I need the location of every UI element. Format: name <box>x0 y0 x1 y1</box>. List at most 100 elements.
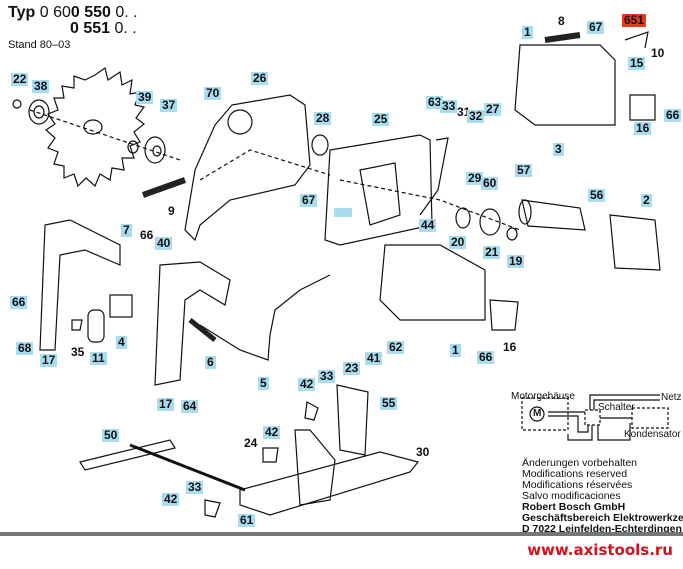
part-label-10[interactable]: 10 <box>651 46 665 60</box>
part-label-4[interactable]: 4 <box>116 335 127 349</box>
typ2-code-c: 0. . <box>110 20 137 37</box>
part-label-37[interactable]: 37 <box>160 98 178 112</box>
part-label-66-b[interactable]: 66 <box>140 228 154 242</box>
part-label-66-a[interactable]: 66 <box>664 108 682 122</box>
part-label-64[interactable]: 64 <box>181 399 199 413</box>
website-link[interactable]: www.axistools.ru <box>527 541 673 559</box>
part-label-42-a[interactable]: 42 <box>298 377 316 391</box>
gear-housing-1-top-part <box>514 44 616 126</box>
part-label-60[interactable]: 60 <box>481 176 499 190</box>
part-label-25[interactable]: 25 <box>372 112 390 126</box>
part-label-41[interactable]: 41 <box>365 351 383 365</box>
wiring-motor-housing-label: Motorgehäuse <box>511 391 575 402</box>
wing-screw-42a-part <box>304 401 319 421</box>
part-label-62[interactable]: 62 <box>387 340 405 354</box>
parallel-guide-50-part <box>79 439 176 471</box>
part-label-21[interactable]: 21 <box>483 245 501 259</box>
part-label-5[interactable]: 5 <box>258 376 269 390</box>
typ-code-c: 0. . <box>110 4 138 21</box>
part-label-68[interactable]: 68 <box>16 341 34 355</box>
bearing-28-part <box>311 134 329 156</box>
part-label-30[interactable]: 30 <box>416 445 430 459</box>
part-label-16-mid[interactable]: 16 <box>503 340 517 354</box>
washer-39-part <box>127 140 139 154</box>
brush-plate-16-part <box>629 94 656 121</box>
part-label-50[interactable]: 50 <box>102 428 120 442</box>
part-label-67-b[interactable]: 67 <box>587 20 605 34</box>
part-label-16-top[interactable]: 16 <box>634 121 652 135</box>
motor-symbol: M <box>533 408 542 419</box>
part-label-27[interactable]: 27 <box>484 102 502 116</box>
part-label-33-c[interactable]: 33 <box>186 480 204 494</box>
part-label-66-c[interactable]: 66 <box>10 295 28 309</box>
part-label-23[interactable]: 23 <box>343 361 361 375</box>
part-label-15[interactable]: 15 <box>628 56 646 70</box>
saw-blade-part <box>45 67 146 188</box>
part-label-9[interactable]: 9 <box>168 204 175 218</box>
part-label-24[interactable]: 24 <box>244 436 258 450</box>
wing-screw-42b-part <box>262 447 279 463</box>
part-label-67-a[interactable]: 67 <box>300 193 318 207</box>
part-label-61[interactable]: 61 <box>238 513 256 527</box>
lever-31-part <box>419 137 449 216</box>
part-label-42-c[interactable]: 42 <box>162 492 180 506</box>
part-label-6[interactable]: 6 <box>205 355 216 369</box>
part-label-66-d[interactable]: 66 <box>477 350 495 364</box>
part-label-56[interactable]: 56 <box>588 188 606 202</box>
part-label-39[interactable]: 39 <box>136 90 154 104</box>
part-label-42-b[interactable]: 42 <box>263 425 281 439</box>
part-label-2[interactable]: 2 <box>641 193 652 207</box>
clamp-35-part <box>71 319 83 331</box>
part-label-7[interactable]: 7 <box>121 223 132 237</box>
part-label-19[interactable]: 19 <box>507 254 525 268</box>
part-label-28[interactable]: 28 <box>314 111 332 125</box>
part-label-651[interactable]: 651 <box>622 13 647 27</box>
part-label-33-b[interactable]: 33 <box>318 369 336 383</box>
handle-17-front-part <box>154 261 231 386</box>
part-label-8[interactable]: 8 <box>558 14 565 28</box>
typ-prefix: Typ <box>8 4 36 21</box>
typ-code-a: 0 60 <box>39 4 71 21</box>
part-label-29[interactable]: 29 <box>466 171 484 185</box>
note-en: Modifications reserved <box>522 468 628 480</box>
part-label-1-top[interactable]: 1 <box>522 25 533 39</box>
part-label-11[interactable]: 11 <box>90 351 107 365</box>
angle-segment-23-part <box>336 384 369 456</box>
part-label-32[interactable]: 32 <box>467 109 485 123</box>
part-label-63[interactable]: 63 <box>426 95 444 109</box>
handle-17-left-part <box>39 219 121 351</box>
part-label-26[interactable]: 26 <box>251 71 269 85</box>
bearing-19-part <box>506 227 518 241</box>
model-type-line-1: Typ 0 600 550 0. . <box>8 4 138 22</box>
bearing-20-part <box>455 207 471 229</box>
modifications-notes: Änderungen vorbehalten Modifications res… <box>522 458 637 502</box>
revision-stand: Stand 80–03 <box>8 39 71 51</box>
part-label-20[interactable]: 20 <box>449 235 467 249</box>
part-label-38[interactable]: 38 <box>32 79 50 93</box>
field-winding-2-part <box>609 214 661 271</box>
company-division: Geschäftsbereich Elektrowerkzeuge <box>522 512 683 524</box>
part-label-22[interactable]: 22 <box>11 72 29 86</box>
part-label-44[interactable]: 44 <box>419 218 437 232</box>
part-label-57[interactable]: 57 <box>515 163 533 177</box>
switch-4-part <box>109 294 133 318</box>
part-label-55[interactable]: 55 <box>380 396 398 410</box>
company-location: D 7022 Leinfelden-Echterdingen 1 <box>522 523 683 535</box>
part-label-35[interactable]: 35 <box>71 345 85 359</box>
part-label-1-mid[interactable]: 1 <box>450 343 461 357</box>
flange-37-part <box>144 136 166 164</box>
cover-16-part <box>489 299 519 331</box>
company-name: Robert Bosch GmbH <box>522 501 626 513</box>
wiring-diagram <box>521 394 669 441</box>
base-plate-30-part <box>239 451 420 516</box>
part-label-17-front[interactable]: 17 <box>157 397 175 411</box>
part-label-3[interactable]: 3 <box>553 142 564 156</box>
part-label-33-a[interactable]: 33 <box>440 99 458 113</box>
part-label-40[interactable]: 40 <box>155 236 173 250</box>
label-strip-9-part <box>141 177 187 198</box>
flange-38-part <box>28 99 50 125</box>
note-de: Änderungen vorbehalten <box>522 457 638 469</box>
part-label-17-left[interactable]: 17 <box>40 353 58 367</box>
wing-screw-42c-part <box>204 499 221 518</box>
part-label-70[interactable]: 70 <box>204 86 222 100</box>
